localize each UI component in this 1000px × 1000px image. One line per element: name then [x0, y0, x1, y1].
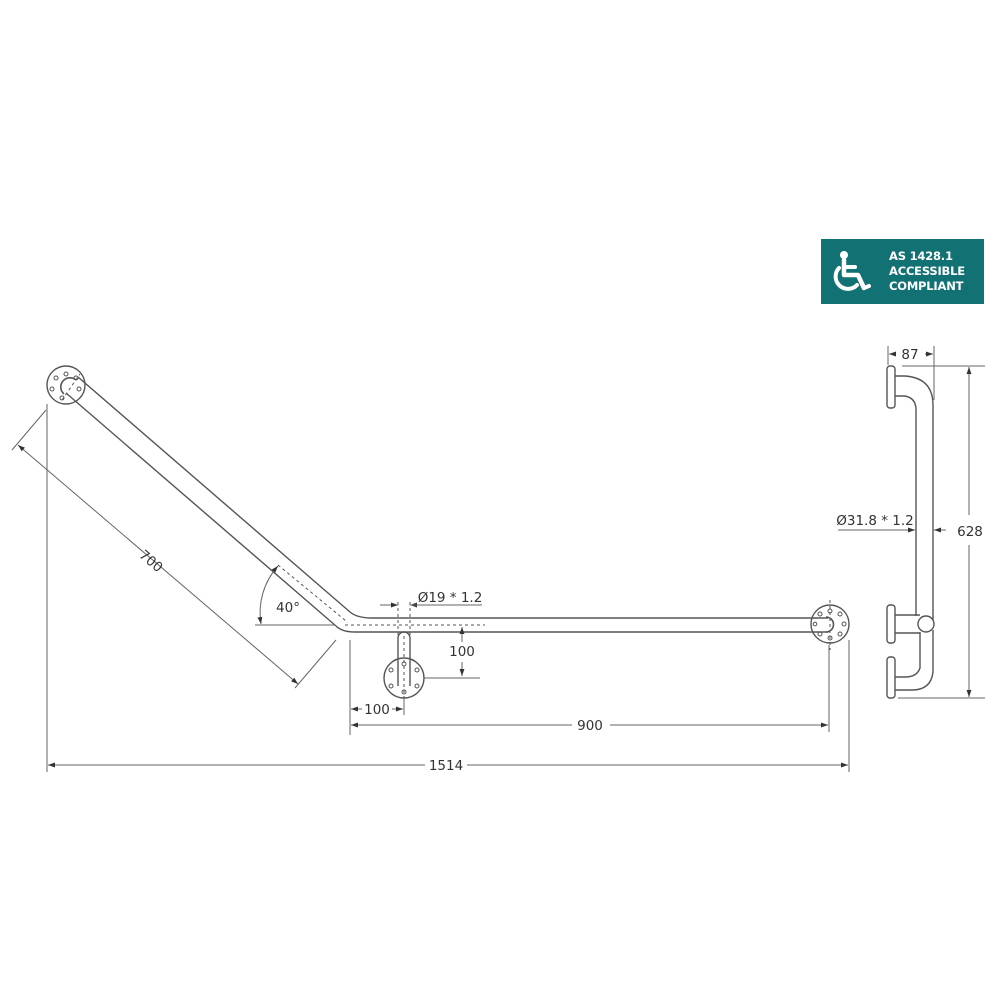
- compliance-badge: AS 1428.1 ACCESSIBLE COMPLIANT: [821, 239, 984, 304]
- side-dimension-labels: 87 Ø31.8 * 1.2 628: [836, 347, 983, 540]
- badge-accessible: ACCESSIBLE: [889, 264, 965, 278]
- badge-text: AS 1428.1 ACCESSIBLE COMPLIANT: [881, 249, 965, 294]
- plan-dimension-labels: 700 40° Ø19 * 1.2 100 100 900 1514: [136, 547, 603, 774]
- plan-view: [46, 365, 850, 700]
- dim-projection: 87: [901, 347, 918, 363]
- angled-tube: [61, 373, 373, 633]
- badge-compliant: COMPLIANT: [889, 279, 964, 293]
- side-view: [886, 365, 935, 699]
- dim-700: 700: [136, 547, 166, 576]
- dim-horizontal-length: 900: [577, 718, 603, 734]
- dim-overall-height: 628: [957, 524, 983, 540]
- plan-dimensions: [11, 404, 850, 772]
- dim-angle: 40°: [276, 600, 300, 616]
- badge-standard: AS 1428.1: [889, 249, 953, 263]
- dim-overall-width: 1514: [429, 758, 463, 774]
- side-dimensions: [838, 346, 985, 699]
- support-leg: [383, 602, 425, 700]
- left-flange: [46, 365, 86, 405]
- horizontal-tube: [345, 617, 828, 633]
- dim-support-drop: 100: [449, 644, 475, 660]
- dim-main-tube: Ø31.8 * 1.2: [836, 513, 914, 529]
- right-flange: [810, 600, 850, 650]
- wheelchair-icon: [821, 239, 881, 304]
- dim-support-offset: 100: [364, 702, 390, 718]
- dim-support-tube: Ø19 * 1.2: [418, 590, 483, 606]
